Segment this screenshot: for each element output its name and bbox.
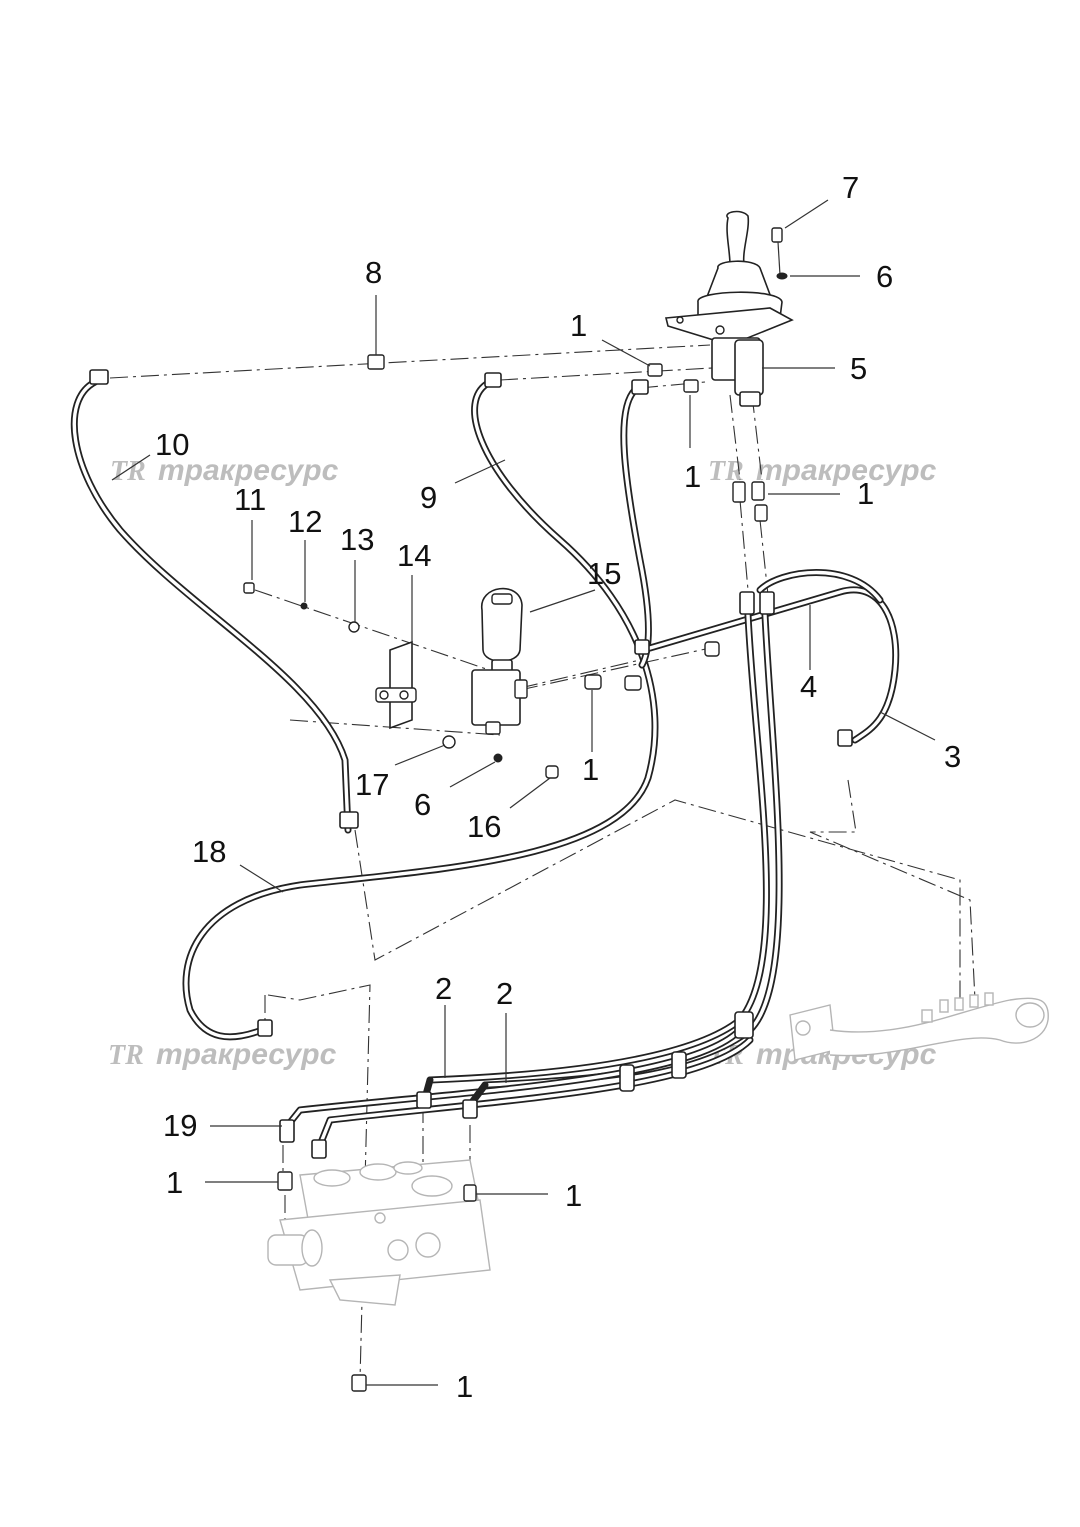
callout-8: 8 bbox=[365, 255, 382, 290]
watermark-brand: тракресурс bbox=[158, 454, 339, 487]
callout-14: 14 bbox=[397, 538, 431, 573]
bolt-7 bbox=[771, 227, 783, 276]
fittings-1-pair bbox=[732, 481, 768, 522]
watermark-brand: тракресурс bbox=[756, 454, 937, 487]
fitting-1-top bbox=[647, 363, 663, 377]
callout-19: 19 bbox=[163, 1108, 197, 1143]
watermark-top-right: TR тракресурс bbox=[708, 454, 937, 487]
callout-13: 13 bbox=[340, 522, 374, 557]
hose-end-fittings bbox=[89, 369, 853, 1159]
small-parts-valve bbox=[243, 582, 720, 779]
leader-lines bbox=[111, 199, 936, 1386]
callout-7: 7 bbox=[842, 170, 859, 205]
callout-labels: 7 6 8 1 5 10 9 1 1 11 12 13 14 15 4 3 1 … bbox=[155, 170, 961, 1404]
callout-10: 10 bbox=[155, 427, 189, 462]
callout-3: 3 bbox=[944, 739, 961, 774]
callout-11: 11 bbox=[234, 482, 266, 517]
hose-4 bbox=[646, 586, 900, 744]
washer-6-top bbox=[776, 272, 788, 280]
callout-9: 9 bbox=[420, 480, 437, 515]
ghost-control-valve bbox=[267, 1159, 491, 1306]
callout-1-bottom: 1 bbox=[456, 1369, 473, 1404]
watermark-brand: тракресурс bbox=[156, 1038, 337, 1071]
joystick-assembly bbox=[664, 210, 794, 407]
callout-6-top: 6 bbox=[876, 259, 893, 294]
callout-17: 17 bbox=[355, 767, 389, 802]
callout-1-valve-left: 1 bbox=[166, 1165, 183, 1200]
callout-12: 12 bbox=[288, 504, 322, 539]
hose-10 bbox=[70, 378, 352, 834]
hose-3 bbox=[756, 569, 884, 604]
hose-9 bbox=[182, 378, 659, 1041]
ghost-right-manifold bbox=[789, 992, 1049, 1061]
callout-6-low: 6 bbox=[414, 787, 431, 822]
callout-5: 5 bbox=[850, 351, 867, 386]
callout-1-mid-right: 1 bbox=[857, 476, 874, 511]
callout-15: 15 bbox=[587, 556, 621, 591]
valve-port-fittings bbox=[277, 1171, 477, 1392]
callout-18: 18 bbox=[192, 834, 226, 869]
fitting-8 bbox=[367, 354, 385, 370]
bracket-14 bbox=[375, 640, 417, 730]
callout-2-left: 2 bbox=[435, 971, 452, 1006]
alignment-lines bbox=[109, 344, 976, 1381]
hose-clamps bbox=[619, 1011, 754, 1092]
callout-1-top: 1 bbox=[570, 308, 587, 343]
accumulator-15 bbox=[471, 587, 528, 735]
callout-16: 16 bbox=[467, 809, 501, 844]
callout-2-right: 2 bbox=[496, 976, 513, 1011]
watermark-bottom-left: TR тракресурс bbox=[108, 1038, 337, 1071]
callout-1-mid-left: 1 bbox=[684, 459, 701, 494]
callout-4: 4 bbox=[800, 669, 817, 704]
callout-1-center: 1 bbox=[582, 752, 599, 787]
watermark-logo: TR bbox=[108, 1040, 144, 1071]
callout-1-valve-right: 1 bbox=[565, 1178, 582, 1213]
fitting-1-joystick-low bbox=[683, 379, 699, 393]
